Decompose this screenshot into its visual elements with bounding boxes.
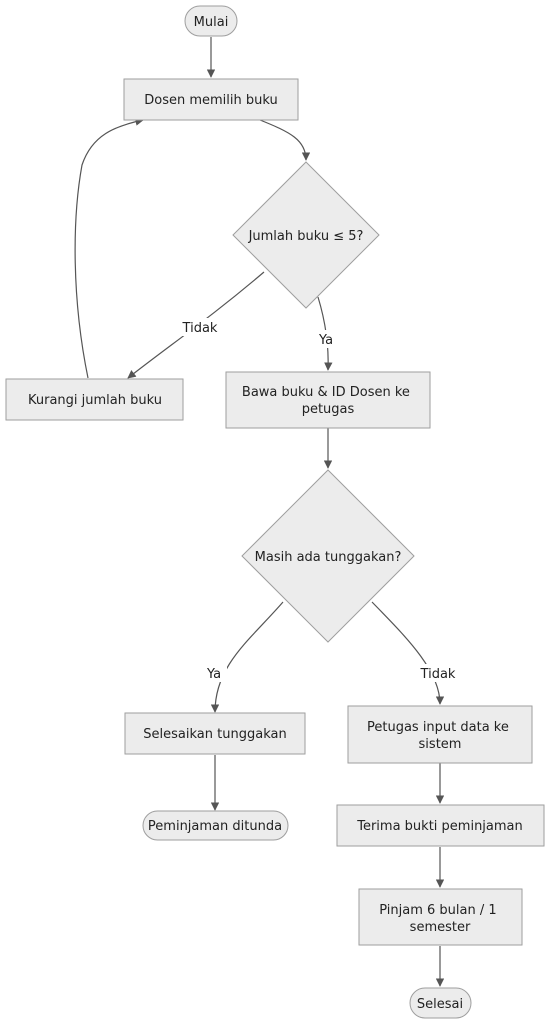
edge-labels: Tidak Ya Ya Tidak bbox=[180, 318, 458, 682]
node-check-arrears: Masih ada tunggakan? bbox=[241, 469, 415, 643]
node-end: Selesai bbox=[409, 987, 472, 1019]
node-settle-arrears: Selesaikan tunggakan bbox=[124, 712, 306, 755]
node-bring-books: Bawa buku & ID Dosen ke petugas bbox=[225, 371, 431, 429]
node-loan-duration-line-1: Pinjam 6 bulan / 1 bbox=[379, 903, 496, 918]
node-settle-arrears-label: Selesaikan tunggakan bbox=[143, 727, 286, 742]
node-check-count-label: Jumlah buku ≤ 5? bbox=[248, 229, 364, 244]
node-start-label: Mulai bbox=[194, 15, 229, 30]
edge-label-arrears-no: Tidak bbox=[420, 667, 456, 682]
svg-text:Pinjam 6 bulan / 1 semes: Pinjam 6 bulan / 1 semester bbox=[379, 903, 501, 935]
node-loan-duration-line-2: semester bbox=[410, 920, 471, 935]
node-end-label: Selesai bbox=[417, 997, 463, 1012]
node-bring-books-line-2: petugas bbox=[302, 402, 355, 417]
node-receive-proof: Terima bukti peminjaman bbox=[336, 804, 545, 847]
edge-arrears-to-input bbox=[371, 601, 445, 705]
edge-label-count-yes: Ya bbox=[318, 333, 333, 348]
edge-arrears-to-settle bbox=[210, 601, 284, 713]
node-reduce-books-label: Kurangi jumlah buku bbox=[28, 393, 162, 408]
edge-label-count-no: Tidak bbox=[182, 321, 218, 336]
node-loan-duration: Pinjam 6 bulan / 1 semester bbox=[358, 888, 523, 946]
node-staff-input-line-2: sistem bbox=[419, 737, 462, 752]
svg-text:Bawa buku & ID Dosen ke: Bawa buku & ID Dosen ke petugas bbox=[242, 385, 414, 417]
node-check-arrears-label: Masih ada tunggakan? bbox=[255, 550, 402, 565]
node-select-books: Dosen memilih buku bbox=[123, 78, 299, 121]
edge-select-to-check bbox=[259, 119, 311, 161]
node-loan-postponed: Peminjaman ditunda bbox=[142, 810, 289, 841]
node-start: Mulai bbox=[184, 5, 238, 37]
node-staff-input: Petugas input data ke sistem bbox=[347, 705, 533, 764]
node-check-count: Jumlah buku ≤ 5? bbox=[232, 161, 380, 309]
node-loan-postponed-label: Peminjaman ditunda bbox=[148, 819, 282, 834]
node-select-books-label: Dosen memilih buku bbox=[144, 93, 278, 108]
svg-text:Petugas input data ke si: Petugas input data ke sistem bbox=[367, 720, 513, 752]
edge-label-arrears-yes: Ya bbox=[206, 667, 221, 682]
node-staff-input-line-1: Petugas input data ke bbox=[367, 720, 509, 735]
node-receive-proof-label: Terima bukti peminjaman bbox=[356, 819, 523, 834]
edge-reduce-to-select bbox=[74, 117, 144, 379]
node-bring-books-line-1: Bawa buku & ID Dosen ke bbox=[242, 385, 410, 400]
node-reduce-books: Kurangi jumlah buku bbox=[5, 378, 184, 421]
